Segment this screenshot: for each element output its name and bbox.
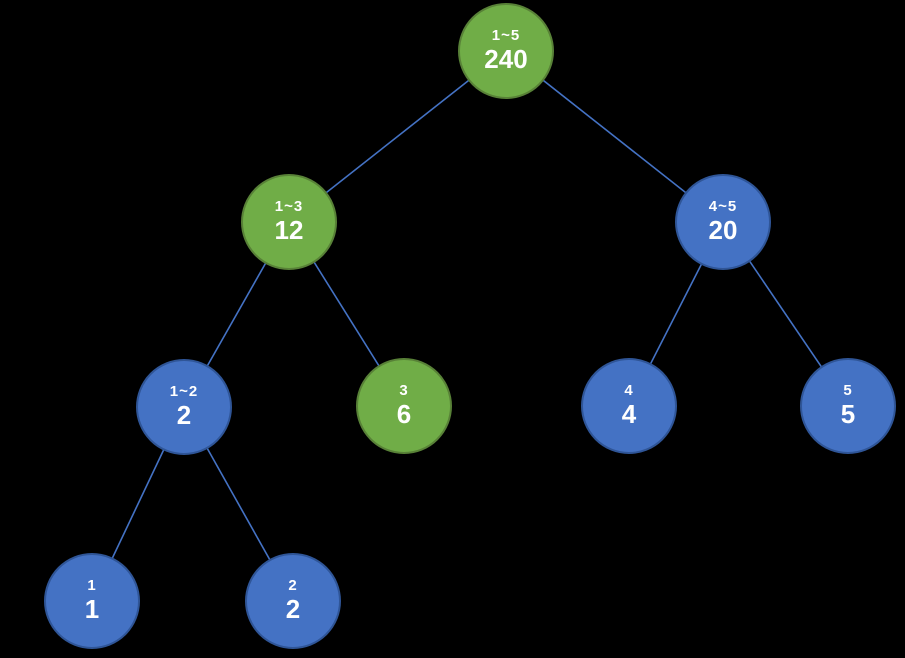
node-value: 240 [484, 44, 528, 75]
node-range-label: 1~3 [274, 197, 304, 215]
node-range-label: 3 [399, 381, 409, 399]
node-value: 2 [176, 400, 192, 431]
tree-node-3: 3 6 [356, 358, 452, 454]
tree-node-4-5: 4~5 20 [675, 174, 771, 270]
node-range-label: 1~2 [169, 382, 199, 400]
tree-node-5: 5 5 [800, 358, 896, 454]
node-value: 4 [621, 399, 637, 430]
node-range-label: 1~5 [491, 26, 521, 44]
tree-node-4: 4 4 [581, 358, 677, 454]
tree-node-1: 1 1 [44, 553, 140, 649]
node-value: 12 [274, 215, 304, 246]
node-value: 20 [708, 215, 738, 246]
tree-node-1-5: 1~5 240 [458, 3, 554, 99]
node-range-label: 4~5 [708, 197, 738, 215]
node-value: 6 [396, 399, 412, 430]
node-value: 1 [84, 594, 100, 625]
node-range-label: 5 [843, 381, 853, 399]
node-value: 2 [285, 594, 301, 625]
node-value: 5 [840, 399, 856, 430]
tree-node-1-2: 1~2 2 [136, 359, 232, 455]
node-range-label: 1 [87, 576, 97, 594]
tree-node-1-3: 1~3 12 [241, 174, 337, 270]
tree-node-2: 2 2 [245, 553, 341, 649]
node-range-label: 2 [288, 576, 298, 594]
node-range-label: 4 [624, 381, 634, 399]
